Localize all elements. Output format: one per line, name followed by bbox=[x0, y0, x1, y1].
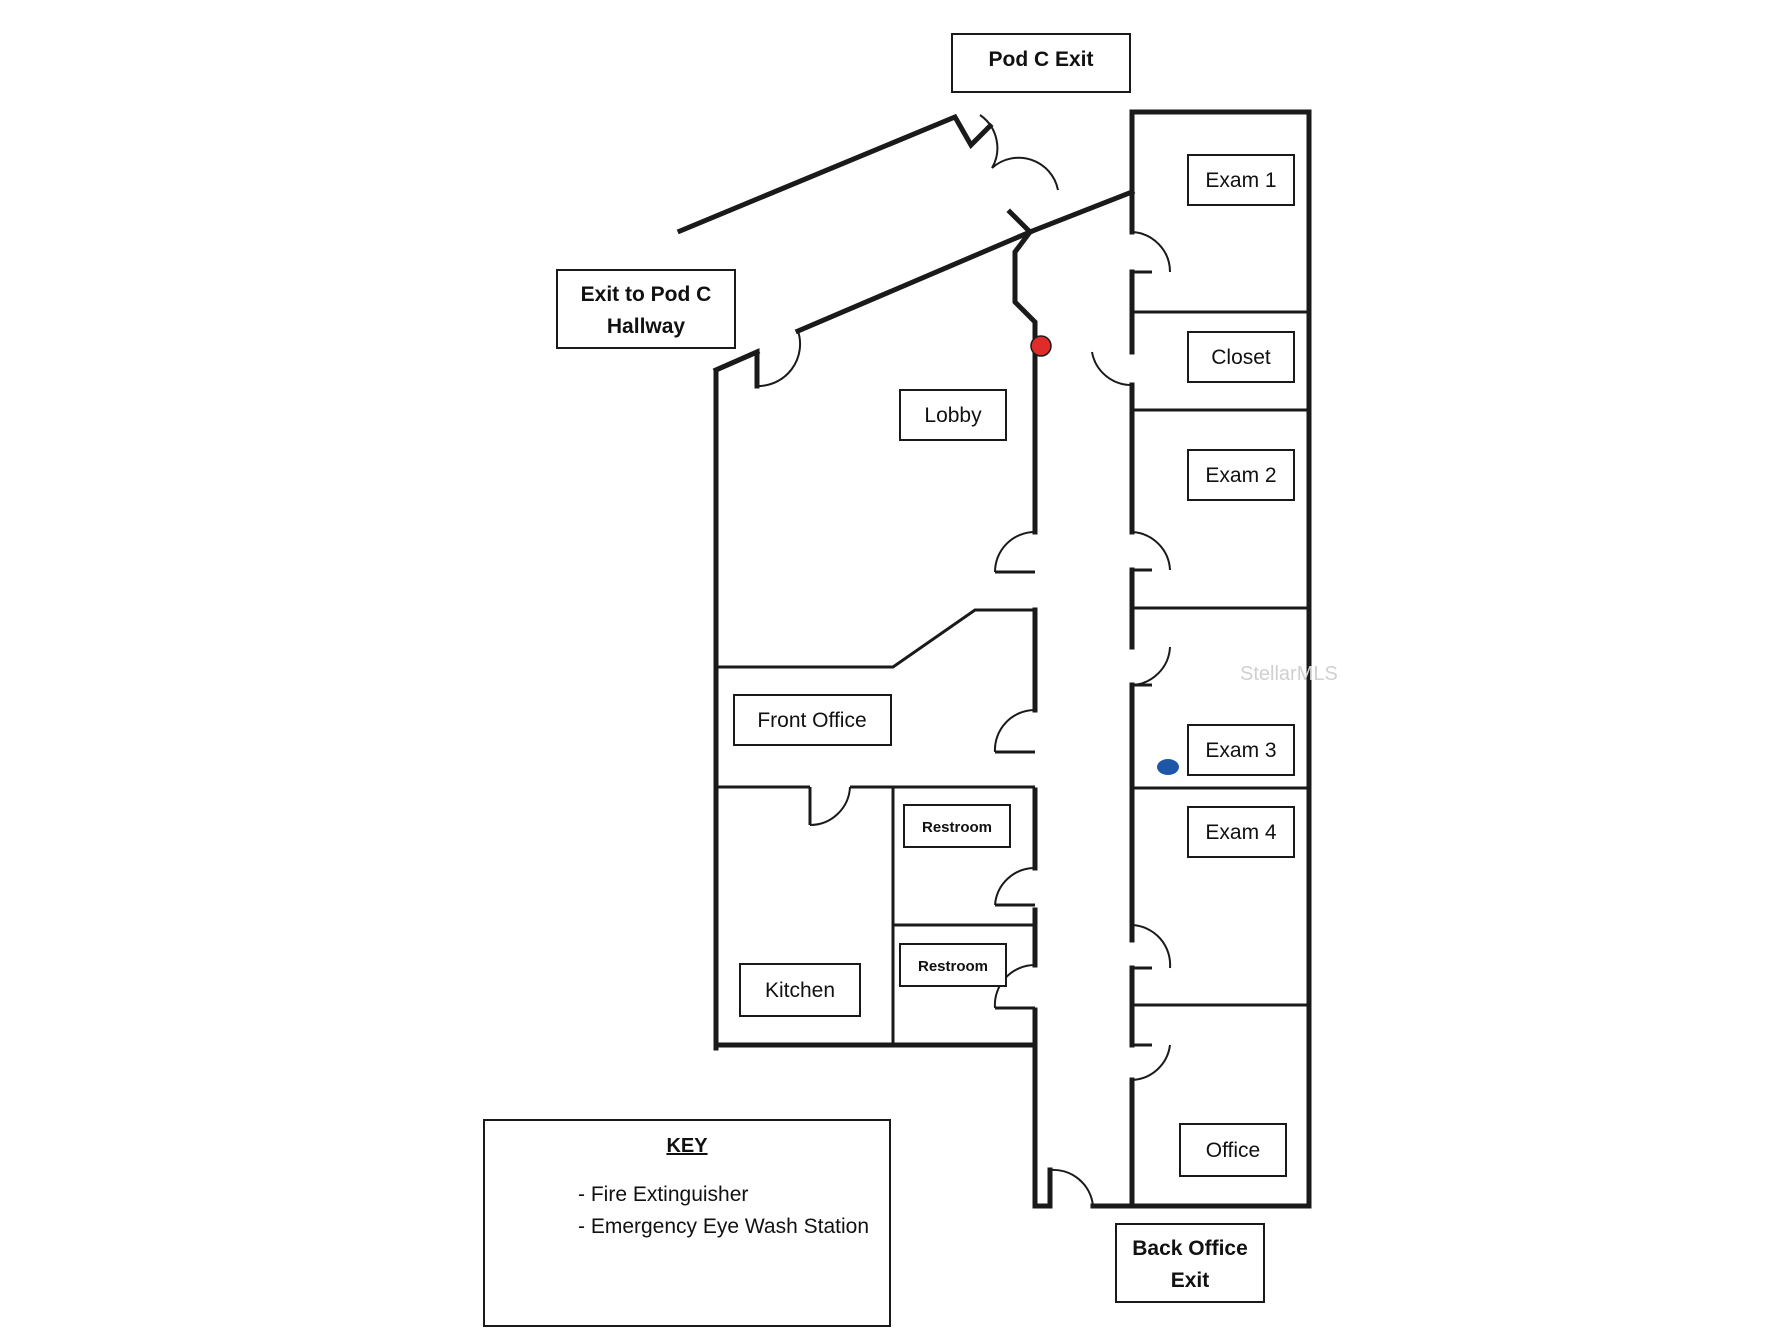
lobby-corner bbox=[712, 348, 760, 389]
pod-c-exit-door-a bbox=[979, 114, 999, 169]
svg-text:Exam 2: Exam 2 bbox=[1205, 464, 1276, 487]
lobby-label: Lobby bbox=[899, 389, 1007, 441]
exam3-label: Exam 3 bbox=[1187, 724, 1295, 776]
corridor-west-upper bbox=[1012, 228, 1038, 535]
lobby-exit-door bbox=[756, 330, 801, 388]
svg-text:Exit to Pod C: Exit to Pod C bbox=[581, 283, 712, 306]
back-office-exit-door bbox=[1049, 1168, 1094, 1207]
closet-door bbox=[1091, 351, 1133, 387]
svg-text:Kitchen: Kitchen bbox=[765, 979, 835, 1002]
office-label: Office bbox=[1179, 1123, 1287, 1177]
svg-text:Exit: Exit bbox=[1171, 1269, 1210, 1292]
svg-text:Back Office: Back Office bbox=[1132, 1237, 1248, 1260]
restroom1-label: Restroom bbox=[903, 804, 1011, 848]
svg-text:Restroom: Restroom bbox=[922, 819, 992, 836]
exam2-label: Exam 2 bbox=[1187, 449, 1295, 501]
closet-label: Closet bbox=[1187, 331, 1295, 383]
lobby-front-office-wall bbox=[716, 608, 1035, 669]
front-office-door bbox=[993, 708, 1036, 753]
key-title: KEY bbox=[666, 1135, 708, 1157]
front-office-label: Front Office bbox=[733, 694, 892, 746]
svg-text:Pod C Exit: Pod C Exit bbox=[988, 48, 1093, 71]
pod-c-hallway-wall-upper bbox=[676, 113, 994, 235]
svg-text:Office: Office bbox=[1206, 1139, 1260, 1162]
svg-text:Exam 3: Exam 3 bbox=[1205, 739, 1276, 762]
restroom2-label: Restroom bbox=[899, 943, 1007, 987]
exit-to-pod-c-label: Exit to Pod C Hallway bbox=[556, 269, 736, 349]
office-door bbox=[1131, 1044, 1171, 1081]
exam3-door bbox=[1131, 646, 1171, 686]
lobby-door bbox=[994, 531, 1036, 573]
svg-text:Hallway: Hallway bbox=[607, 315, 686, 338]
restroom1-door bbox=[994, 866, 1036, 906]
exam4-door bbox=[1131, 924, 1172, 969]
svg-text:Lobby: Lobby bbox=[924, 404, 982, 427]
exam1-label: Exam 1 bbox=[1187, 154, 1295, 206]
svg-text:Restroom: Restroom bbox=[918, 958, 988, 975]
svg-text:Closet: Closet bbox=[1211, 346, 1271, 369]
exam4-label: Exam 4 bbox=[1187, 806, 1295, 858]
fire-extinguisher-marker bbox=[1030, 335, 1052, 357]
walls bbox=[676, 109, 1312, 1209]
pod-c-exit-door-b bbox=[991, 156, 1059, 191]
partitions bbox=[713, 270, 1309, 1048]
key-item-eye-wash: - Emergency Eye Wash Station bbox=[578, 1215, 869, 1238]
watermark: StellarMLS bbox=[1240, 663, 1338, 685]
room-labels: Pod C Exit Exit to Pod C Hallway Exam 1 … bbox=[556, 33, 1295, 1303]
svg-text:Exam 4: Exam 4 bbox=[1205, 821, 1277, 844]
doors bbox=[756, 114, 1172, 1207]
svg-text:Exam 1: Exam 1 bbox=[1205, 169, 1276, 192]
exam2-door bbox=[1131, 531, 1171, 571]
pod-c-exit-label: Pod C Exit bbox=[951, 33, 1131, 93]
exam1-door bbox=[1131, 231, 1172, 273]
east-wall bbox=[1129, 109, 1312, 1209]
kitchen-door bbox=[809, 786, 851, 827]
key-item-fire-extinguisher: - Fire Extinguisher bbox=[578, 1183, 748, 1206]
lobby-top-wall bbox=[794, 228, 1034, 335]
key-box: KEY - Fire Extinguisher - Emergency Eye … bbox=[483, 1119, 891, 1327]
back-office-exit-label: Back Office Exit bbox=[1115, 1223, 1265, 1303]
svg-text:Front Office: Front Office bbox=[757, 709, 866, 732]
kitchen-label: Kitchen bbox=[739, 963, 861, 1017]
pod-c-hallway-wall-lower bbox=[1006, 188, 1136, 235]
eye-wash-station-marker bbox=[1157, 759, 1179, 775]
